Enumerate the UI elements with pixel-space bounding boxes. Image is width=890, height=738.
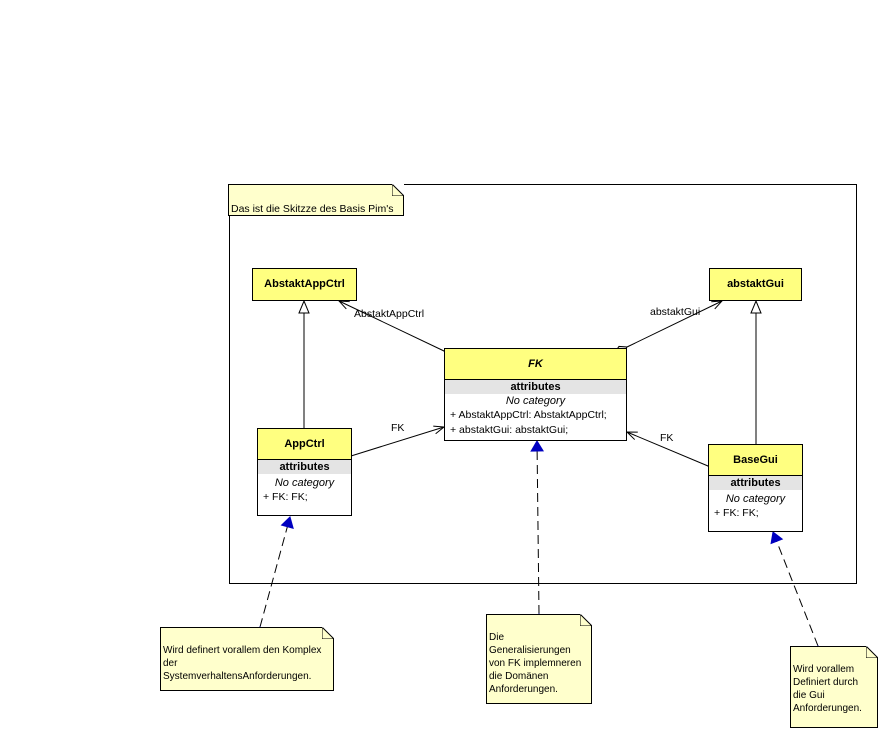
- class-appctrl-name: AppCtrl: [258, 429, 351, 460]
- class-basegui-attribute: + FK: FK;: [714, 507, 759, 519]
- association-label-basegui-fk: FK: [660, 432, 674, 444]
- note-fk-line: Anforderungen.: [489, 684, 558, 695]
- note-fold-icon: [579, 612, 594, 627]
- class-basegui-section: attributes: [709, 476, 802, 490]
- note-appctrl-line: Wird definert vorallem den Komplex: [163, 645, 322, 656]
- class-abstaktappctrl[interactable]: AbstaktAppCtrl: [252, 268, 357, 301]
- dependency-note-fk: [530, 440, 547, 625]
- class-abstaktgui-name: abstaktGui: [710, 269, 801, 300]
- class-appctrl-attribute: + FK: FK;: [263, 491, 308, 503]
- class-fk-section: attributes: [445, 380, 626, 394]
- note-appctrl-line: SystemverhaltensAnforderungen.: [163, 671, 312, 682]
- association-label-abstaktgui: abstaktGui: [650, 306, 701, 318]
- class-abstaktappctrl-name: AbstaktAppCtrl: [253, 269, 356, 300]
- note-fk-line: von FK implemneren: [489, 658, 582, 669]
- class-appctrl[interactable]: AppCtrl attributes No category + FK: FK;: [257, 428, 352, 516]
- class-basegui-category: No category: [725, 493, 786, 505]
- class-fk-name: FK: [445, 349, 626, 380]
- note-fk[interactable]: Die Generalisierungen von FK implemneren…: [486, 612, 594, 704]
- association-label-abstaktappctrl: AbstaktAppCtrl: [354, 308, 425, 320]
- note-basegui-line: die Gui: [793, 690, 825, 701]
- association-basegui-fk: [627, 432, 708, 466]
- note-fold-icon: [865, 644, 880, 659]
- frame-note-text: Das ist die Skitzze des Basis Pim's: [231, 203, 394, 215]
- note-appctrl-line: der: [163, 658, 178, 669]
- note-fk-line: die Domänen: [489, 671, 549, 682]
- frame-note[interactable]: Das ist die Skitzze des Basis Pim's: [228, 182, 406, 216]
- note-basegui-line: Wird vorallem: [793, 664, 855, 675]
- note-fk-line: Die: [489, 632, 505, 643]
- association-appctrl-fk: [351, 427, 444, 456]
- dependency-note-basegui: [770, 531, 829, 659]
- note-fk-line: Generalisierungen: [489, 645, 571, 656]
- class-fk[interactable]: FK attributes No category + AbstaktAppCt…: [444, 348, 627, 441]
- class-basegui-name: BaseGui: [709, 445, 802, 476]
- class-fk-attribute: + AbstaktAppCtrl: AbstaktAppCtrl;: [450, 409, 607, 421]
- association-fk-abstaktappctrl: [339, 301, 444, 351]
- note-basegui-line: Definiert durch: [793, 677, 859, 688]
- note-basegui-line: Anforderungen.: [793, 703, 862, 714]
- note-appctrl[interactable]: Wird definert vorallem den Komplex der S…: [160, 625, 336, 691]
- class-fk-category: No category: [505, 395, 566, 407]
- association-fk-abstaktgui: [627, 301, 722, 347]
- class-basegui[interactable]: BaseGui attributes No category + FK: FK;: [708, 444, 803, 532]
- association-label-appctrl-fk: FK: [391, 422, 405, 434]
- note-basegui[interactable]: Wird vorallem Definiert durch die Gui An…: [790, 644, 880, 728]
- note-fold-icon: [321, 625, 336, 640]
- class-abstaktgui[interactable]: abstaktGui: [709, 268, 802, 301]
- dependency-note-appctrl: [250, 516, 294, 639]
- class-appctrl-section: attributes: [258, 460, 351, 474]
- class-appctrl-category: No category: [274, 477, 335, 489]
- note-fold-icon: [391, 182, 406, 197]
- class-fk-attribute: + abstaktGui: abstaktGui;: [450, 424, 569, 436]
